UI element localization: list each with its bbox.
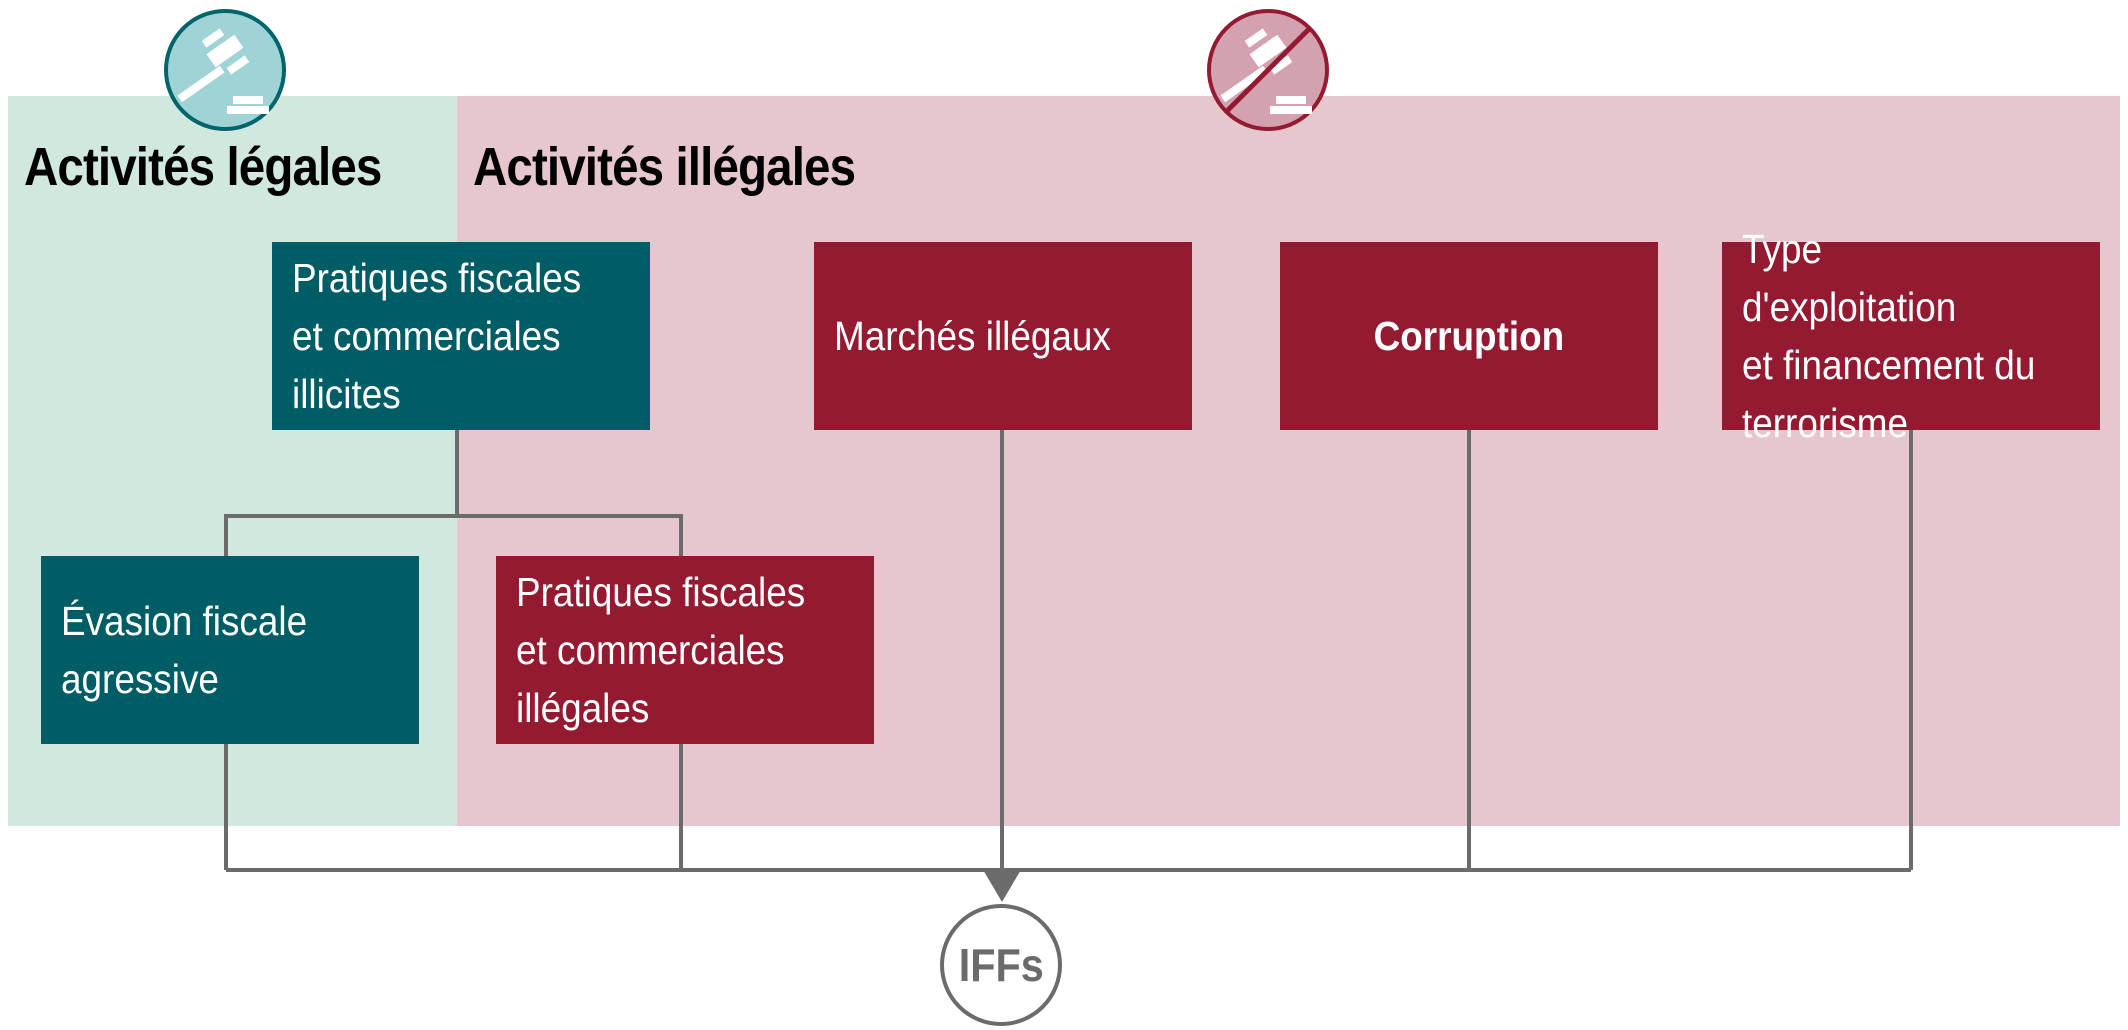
legal-zone-title: Activités légales <box>24 137 382 197</box>
box-aggressive-tax-avoidance: Évasion fiscale agressive <box>41 556 419 744</box>
box-illegal-practices: Pratiques fiscales et commerciales illég… <box>496 556 874 744</box>
box-corruption: Corruption <box>1280 242 1658 430</box>
iffs-node: IFFs <box>940 904 1062 1026</box>
box-illegal-markets: Marchés illégaux <box>814 242 1192 430</box>
box-exploitation-terrorism: Type d'exploitation et financement du te… <box>1722 226 2100 446</box>
arrowhead <box>982 868 1022 902</box>
box-illicit-practices: Pratiques fiscales et commerciales illic… <box>272 242 650 430</box>
connector-line <box>224 514 683 556</box>
gavel-icon <box>163 8 287 132</box>
illegal-zone-title: Activités illégales <box>473 137 856 197</box>
gavel-crossed-icon <box>1206 8 1330 132</box>
